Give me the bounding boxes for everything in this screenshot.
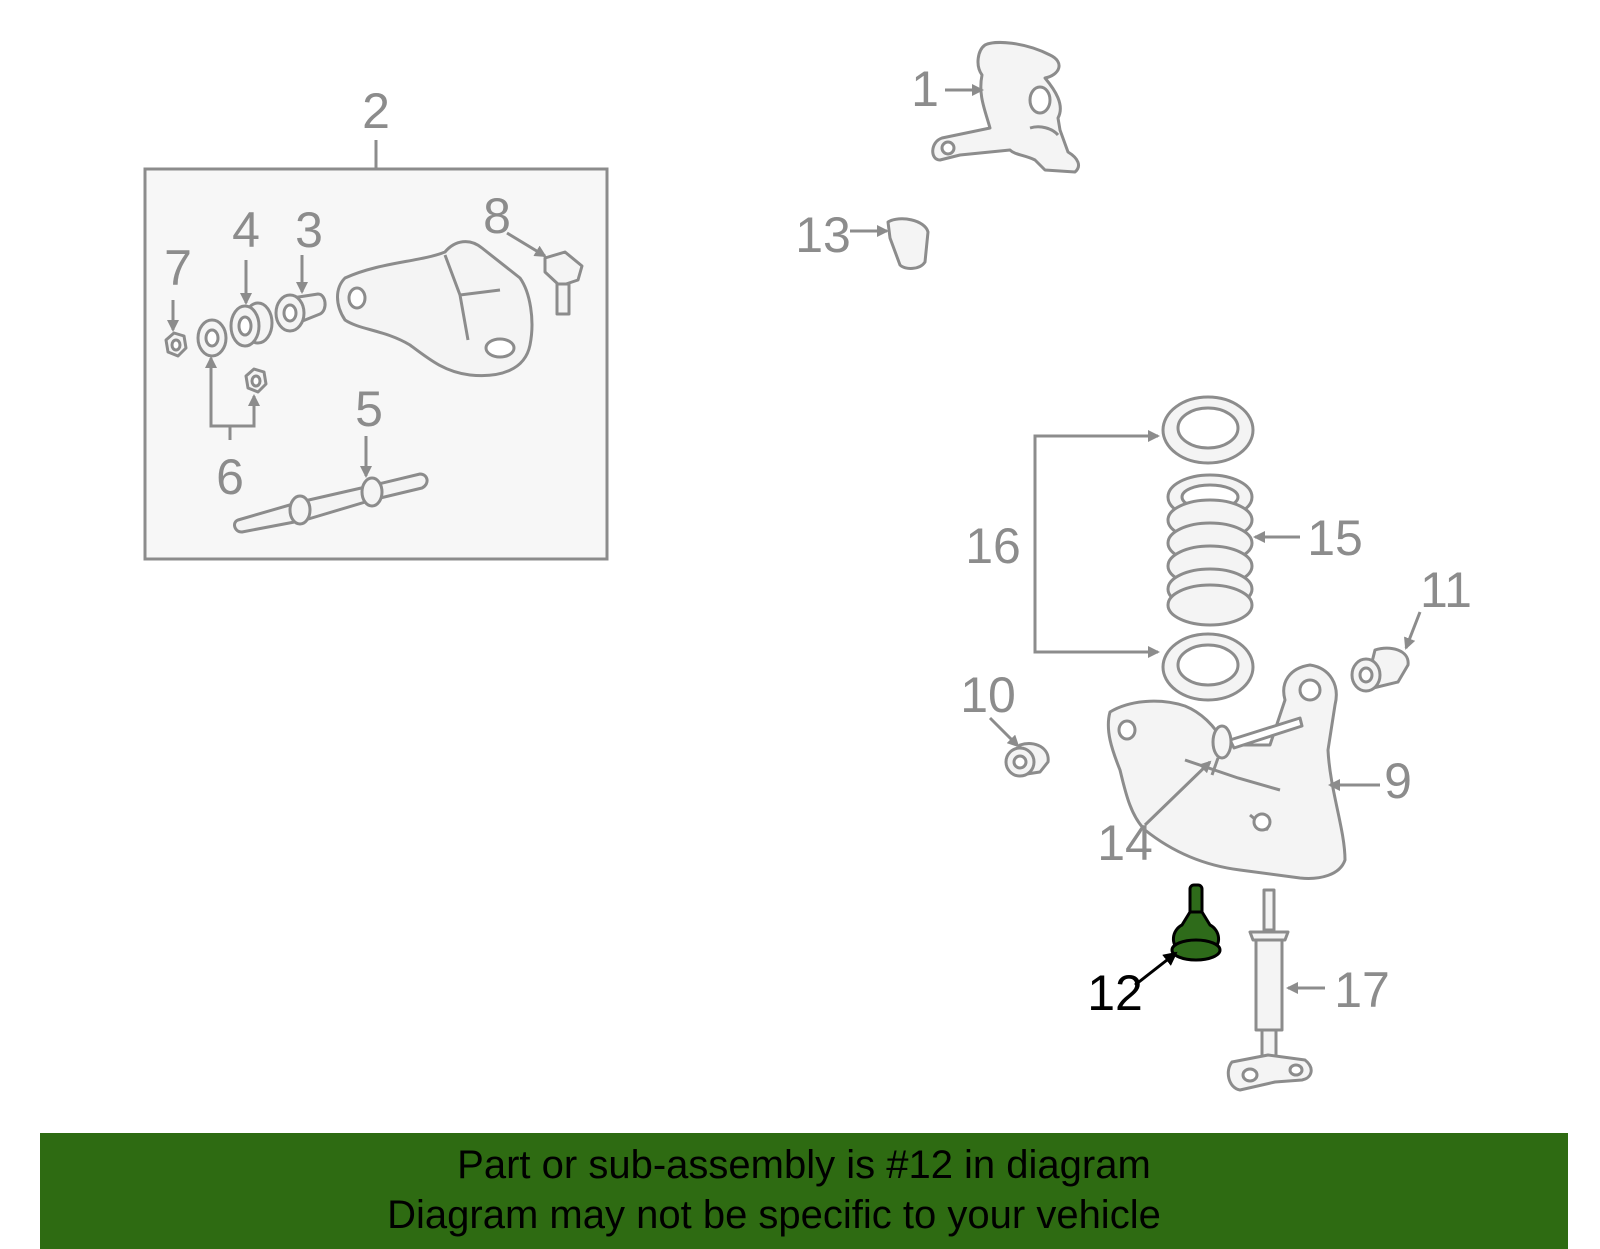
nut-6-part	[244, 367, 268, 394]
shaft-5-part	[233, 472, 429, 534]
callout-12: 12	[1087, 965, 1143, 1021]
sway-bar-link-part	[1210, 716, 1304, 776]
callout-15: 15	[1307, 510, 1363, 566]
bushing-11-part	[1350, 646, 1410, 693]
callout-2: 2	[362, 83, 390, 139]
callout-6: 6	[216, 449, 244, 505]
bolt-8-part	[543, 250, 584, 316]
footer-part-note: Part or sub-assembly is #12 in diagram	[457, 1143, 1151, 1187]
callout-11: 11	[1420, 562, 1472, 618]
coil-spring-part	[1166, 473, 1254, 627]
callout-1: 1	[911, 61, 939, 117]
callout-17: 17	[1334, 962, 1390, 1018]
steering-knuckle-part	[931, 40, 1080, 174]
callout-10: 10	[960, 667, 1016, 723]
callout-13: 13	[795, 207, 851, 263]
upper-control-arm-part	[336, 240, 534, 378]
callout-5: 5	[355, 381, 383, 437]
callout-16: 16	[965, 518, 1021, 574]
footer-banner: Part or sub-assembly is #12 in diagram D…	[40, 1133, 1568, 1249]
shock-absorber-part	[1226, 888, 1313, 1092]
upper-spring-seat-part	[1161, 395, 1255, 465]
callout-7: 7	[164, 240, 192, 296]
callout-4: 4	[232, 202, 260, 258]
bushing-10-part	[1004, 742, 1050, 778]
callout-3: 3	[295, 202, 323, 258]
bushing-4-part	[229, 301, 274, 348]
lower-control-arm-part	[1106, 663, 1347, 880]
callout-9: 9	[1384, 753, 1412, 809]
callout-14: 14	[1097, 815, 1153, 871]
bushing-3-part	[274, 292, 327, 333]
bump-stop-13-part	[886, 217, 930, 270]
nut-7-part	[164, 331, 188, 358]
footer-disclaimer: Diagram may not be specific to your vehi…	[387, 1193, 1161, 1237]
washer-6-part	[196, 318, 228, 358]
callout-8: 8	[483, 188, 511, 244]
lower-spring-seat-part	[1161, 632, 1255, 702]
ball-joint-12-part	[1170, 883, 1222, 962]
